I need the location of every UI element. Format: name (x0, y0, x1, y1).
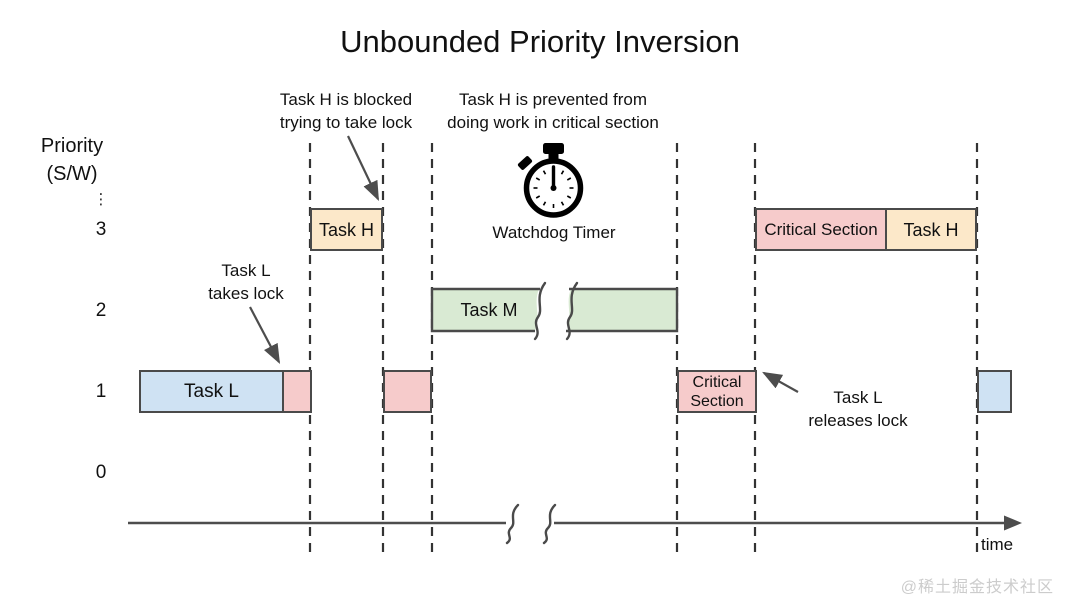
annotation-task-h-blocked-line2: trying to take lock (279, 113, 413, 132)
annotation-task-l-takes-lock-line2: takes lock (208, 284, 284, 303)
annotation-task-h-blocked: Task H is blocked trying to take lock (280, 88, 412, 134)
task-l-resumed-bar (977, 370, 1012, 413)
task-l-bar-label: Task L (184, 380, 239, 402)
lock-held-section-bar (383, 370, 432, 413)
annotation-task-h-prevented-line1: Task H is prevented from (458, 90, 647, 109)
priority-level-0: 0 (95, 462, 107, 483)
arrow-takes-lock (249, 306, 281, 364)
annotation-task-h-prevented-line2: doing work in critical section (447, 113, 659, 132)
task-h-resumed-bar: Task H (885, 208, 977, 251)
priority-ellipsis: ⋮ (93, 190, 109, 208)
dashed-event-lines (308, 143, 979, 557)
task-m-bar-label: Task M (460, 300, 518, 320)
annotation-task-h-prevented: Task H is prevented from doing work in c… (447, 88, 659, 134)
time-axis (128, 503, 1022, 545)
annotation-arrows (249, 135, 799, 393)
arrow-releases-lock (762, 371, 799, 393)
y-axis-label-line1: Priority (40, 135, 104, 157)
annotation-task-l-takes-lock-line1: Task L (221, 261, 271, 280)
critical-section-low-bar-line2: Section (690, 392, 744, 410)
arrow-blocked (347, 135, 379, 201)
watchdog-timer-label: Watchdog Timer (492, 223, 616, 242)
annotation-task-l-takes-lock: Task L takes lock (208, 259, 284, 305)
y-axis-label-line2: (S/W) (46, 163, 98, 185)
time-axis-arrowhead (1004, 515, 1022, 531)
priority-level-3: 3 (95, 219, 107, 240)
page-title: Unbounded Priority Inversion (340, 24, 740, 59)
task-l-bar: Task L (139, 370, 284, 413)
priority-level-1: 1 (95, 381, 107, 402)
time-axis-label: time (981, 535, 1014, 554)
task-m-break-marks (533, 281, 579, 341)
watermark: @稀土掘金技术社区 (900, 579, 1054, 596)
critical-section-low-bar-line1: Critical (692, 373, 742, 391)
time-axis-break-marks (505, 503, 557, 545)
annotation-task-l-releases-lock-line1: Task L (833, 388, 883, 407)
stopwatch-icon (517, 143, 584, 218)
lock-taken-section-bar (282, 370, 312, 413)
annotation-task-l-releases-lock: Task L releases lock (808, 386, 907, 432)
task-h-resumed-bar-label: Task H (903, 219, 959, 240)
task-h-blocked-bar: Task H (310, 208, 383, 251)
priority-level-2: 2 (95, 300, 107, 321)
annotation-task-h-blocked-line1: Task H is blocked (279, 90, 413, 109)
annotation-task-l-releases-lock-line2: releases lock (808, 411, 908, 430)
critical-section-low-bar: Critical Section (677, 370, 757, 413)
critical-section-high-bar-label: Critical Section (764, 219, 878, 239)
critical-section-high-bar: Critical Section (755, 208, 887, 251)
task-h-blocked-bar-label: Task H (318, 219, 374, 240)
